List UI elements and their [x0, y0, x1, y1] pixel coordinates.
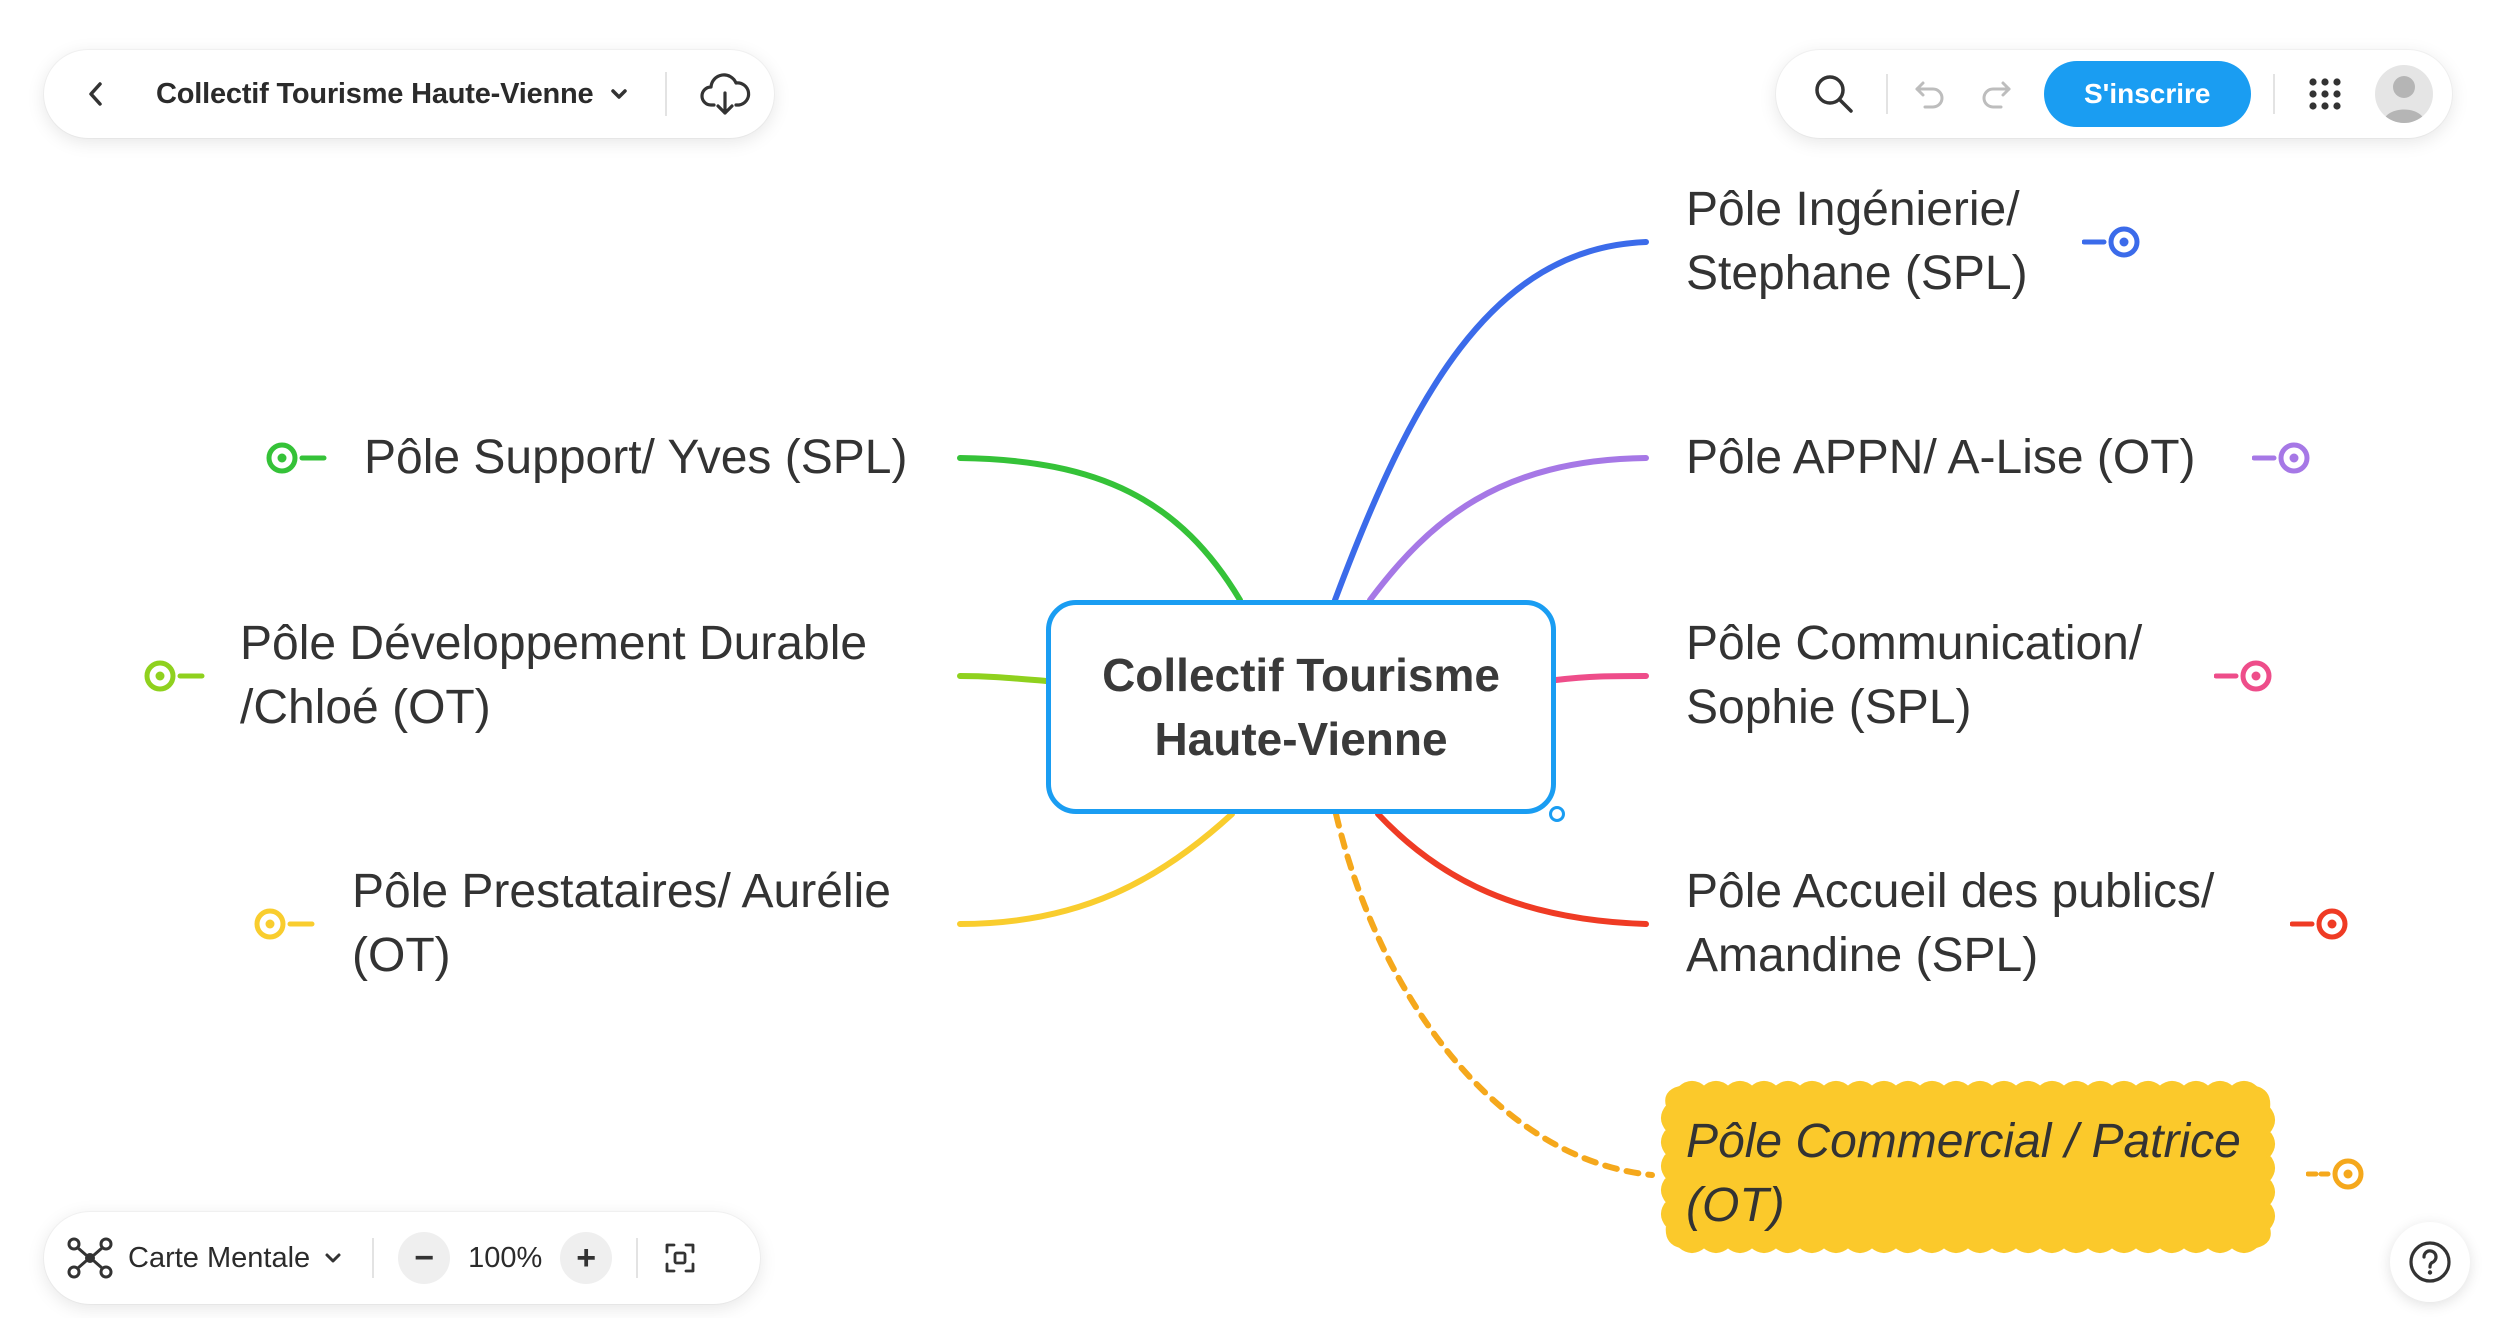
signup-button[interactable]: S'inscrire [2044, 61, 2251, 127]
back-button[interactable] [76, 74, 116, 114]
collapse-toggle-prestataires[interactable] [250, 908, 316, 940]
view-bar: Carte Mentale − 100% + [44, 1212, 760, 1304]
collapse-icon [144, 660, 205, 692]
topic-label: Pôle Support/ Yves (SPL) [364, 431, 908, 484]
divider [636, 1238, 639, 1278]
zoom-level: 100% [468, 1241, 543, 1274]
collapse-toggle-support[interactable] [262, 442, 328, 474]
avatar[interactable] [2374, 65, 2433, 123]
chevron-down-icon [324, 1252, 342, 1264]
fit-screen-icon [665, 1243, 695, 1273]
view-mode-label: Carte Mentale [128, 1241, 311, 1274]
undo-button[interactable] [1906, 70, 1954, 118]
collapse-icon [254, 908, 315, 940]
fit-to-screen-button[interactable] [658, 1236, 702, 1280]
topic-label: Pôle Développement Durable [240, 617, 868, 670]
zoom-in-button[interactable]: + [560, 1232, 613, 1284]
collapse-icon [266, 442, 327, 474]
topic-label: Pôle Commercial / Patrice [1686, 1115, 2241, 1168]
document-title-menu[interactable]: Collectif Tourisme Haute-Vienne [156, 78, 631, 111]
collapse-toggle-ingenierie[interactable] [2082, 226, 2148, 258]
central-topic-line-1: Collectif Tourisme [1102, 649, 1500, 701]
collapse-icon [2082, 226, 2140, 258]
topic-ingenierie[interactable]: Pôle Ingénierie/ Stephane (SPL) [1686, 178, 2028, 306]
top-toolbar: S'inscrire [1776, 50, 2452, 138]
zoom-out-button[interactable]: − [398, 1232, 451, 1284]
topic-prestataires[interactable]: Pôle Prestataires/ Aurélie (OT) [352, 860, 891, 988]
topic-label: /Chloé (OT) [240, 681, 491, 734]
connector-ingenierie [1332, 239, 1649, 603]
collapse-icon [2252, 442, 2310, 474]
document-bar: Collectif Tourisme Haute-Vienne [44, 50, 774, 138]
redo-button[interactable] [1972, 70, 2020, 118]
topic-commercial[interactable]: Pôle Commercial / Patrice (OT) [1652, 1082, 2302, 1266]
commercial-bg-shape [1661, 1081, 2275, 1253]
topic-label: Pôle Prestataires/ Aurélie [352, 865, 891, 918]
divider [665, 72, 668, 116]
central-topic-line-2: Haute-Vienne [1154, 713, 1448, 765]
connector-developpement [957, 673, 1049, 684]
topic-label: Stephane (SPL) [1686, 247, 2028, 300]
connector-commercial [1333, 811, 1655, 1178]
topic-label: (OT) [1686, 1179, 1785, 1232]
collapse-icon [2306, 1158, 2364, 1190]
collapse-icon [2214, 660, 2272, 692]
topic-label: Pôle Accueil des publics/ [1686, 865, 2215, 918]
topic-label: Pôle Communication/ [1686, 617, 2143, 670]
topic-label: (OT) [352, 929, 451, 982]
connector-support [957, 455, 1243, 603]
search-icon [1815, 75, 1853, 113]
topic-label: Pôle APPN/ A-Lise (OT) [1686, 431, 2196, 484]
chevron-left-icon [89, 82, 102, 106]
divider [1886, 74, 1888, 114]
topic-accueil[interactable]: Pôle Accueil des publics/ Amandine (SPL) [1686, 860, 2214, 988]
collapse-toggle-accueil[interactable] [2290, 908, 2356, 940]
collapse-toggle-appn[interactable] [2252, 442, 2318, 474]
connector-communication [1553, 673, 1649, 683]
topic-communication[interactable]: Pôle Communication/ Sophie (SPL) [1686, 612, 2142, 740]
help-icon [2409, 1241, 2451, 1283]
apps-menu-button[interactable] [2297, 66, 2353, 122]
divider [372, 1238, 375, 1278]
cloud-download-icon [700, 73, 751, 115]
collapse-toggle-developpement[interactable] [140, 660, 206, 692]
resize-handle[interactable] [1549, 806, 1565, 822]
undo-icon [1915, 81, 1944, 109]
topic-support[interactable]: Pôle Support/ Yves (SPL) [364, 426, 907, 490]
chevron-down-icon [609, 83, 631, 105]
search-button[interactable] [1804, 64, 1864, 124]
document-title: Collectif Tourisme Haute-Vienne [156, 77, 594, 110]
grid-icon [2308, 78, 2341, 110]
download-button[interactable] [695, 64, 755, 124]
collapse-toggle-commercial[interactable] [2306, 1158, 2372, 1190]
collapse-icon [2290, 908, 2348, 940]
topic-appn[interactable]: Pôle APPN/ A-Lise (OT) [1686, 426, 2196, 490]
connector-accueil [1375, 811, 1649, 927]
mind-map-icon [67, 1237, 113, 1279]
redo-icon [1982, 81, 2011, 109]
connector-appn [1367, 455, 1649, 603]
topic-label: Sophie (SPL) [1686, 681, 1972, 734]
topic-label: Amandine (SPL) [1686, 929, 2039, 982]
divider [2272, 74, 2275, 114]
user-icon [2382, 76, 2425, 123]
collapse-toggle-communication[interactable] [2214, 660, 2280, 692]
help-button[interactable] [2390, 1222, 2470, 1302]
topic-developpement[interactable]: Pôle Développement Durable /Chloé (OT) [240, 612, 867, 740]
central-topic[interactable]: Collectif Tourisme Haute-Vienne [1046, 600, 1556, 814]
view-mode-selector[interactable]: Carte Mentale [66, 1236, 342, 1280]
topic-label: Pôle Ingénierie/ [1686, 183, 2020, 236]
connector-prestataires [957, 811, 1235, 927]
